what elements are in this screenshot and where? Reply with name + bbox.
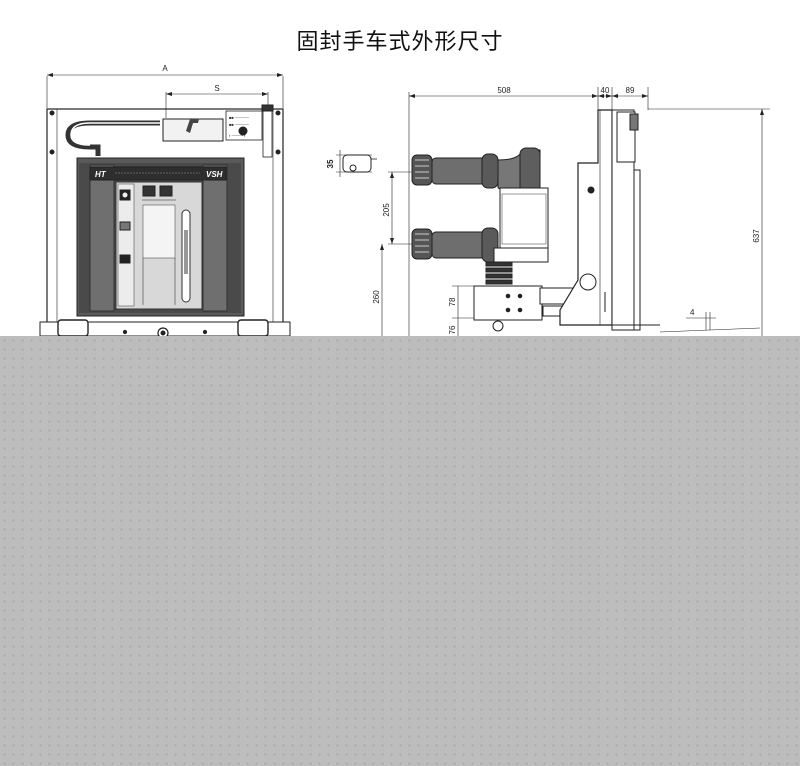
upper-contact-arm [411,147,541,195]
drawing-title: 固封手车式外形尺寸 [296,30,504,55]
front-view: A S ■■ ───── ■■ ───── ▪ ──── ▪ [39,64,291,339]
dim-508: 508 [497,86,511,95]
wheel-left [57,319,89,337]
wheel-right [237,319,269,337]
dim-s-label: S [214,84,219,93]
svg-text:4: 4 [690,308,695,317]
mechanism-box [473,285,543,321]
svg-text:205: 205 [382,203,391,217]
dim-89: 89 [626,86,635,95]
svg-text:■■ ─────: ■■ ───── [229,115,249,120]
svg-text:76: 76 [448,325,457,334]
masked-region [0,336,800,766]
dim-637: 637 [752,229,761,243]
brand-left-text: HT [95,170,107,179]
dim-76: 76 [448,318,459,336]
dim-4: 4 [686,308,716,330]
lower-contact-arm [411,227,499,263]
svg-text:▪ ──── ▪: ▪ ──── ▪ [229,133,246,138]
top-handle [65,120,160,156]
svg-text:■■ ─────: ■■ ───── [229,122,249,127]
brand-right-text: VSH [206,170,223,179]
bellows [485,261,513,285]
dim-a: A [46,64,284,108]
side-view: 508 40 89 637 35 205 260 [326,86,770,336]
dim-a-label: A [162,64,168,73]
dim-s: S [165,84,269,118]
dim-40: 40 [601,86,610,95]
dim-78: 78 [448,285,476,319]
dim-260: 260 [372,244,384,336]
svg-text:35: 35 [326,159,335,168]
svg-text:78: 78 [448,297,457,306]
svg-text:260: 260 [372,290,381,304]
